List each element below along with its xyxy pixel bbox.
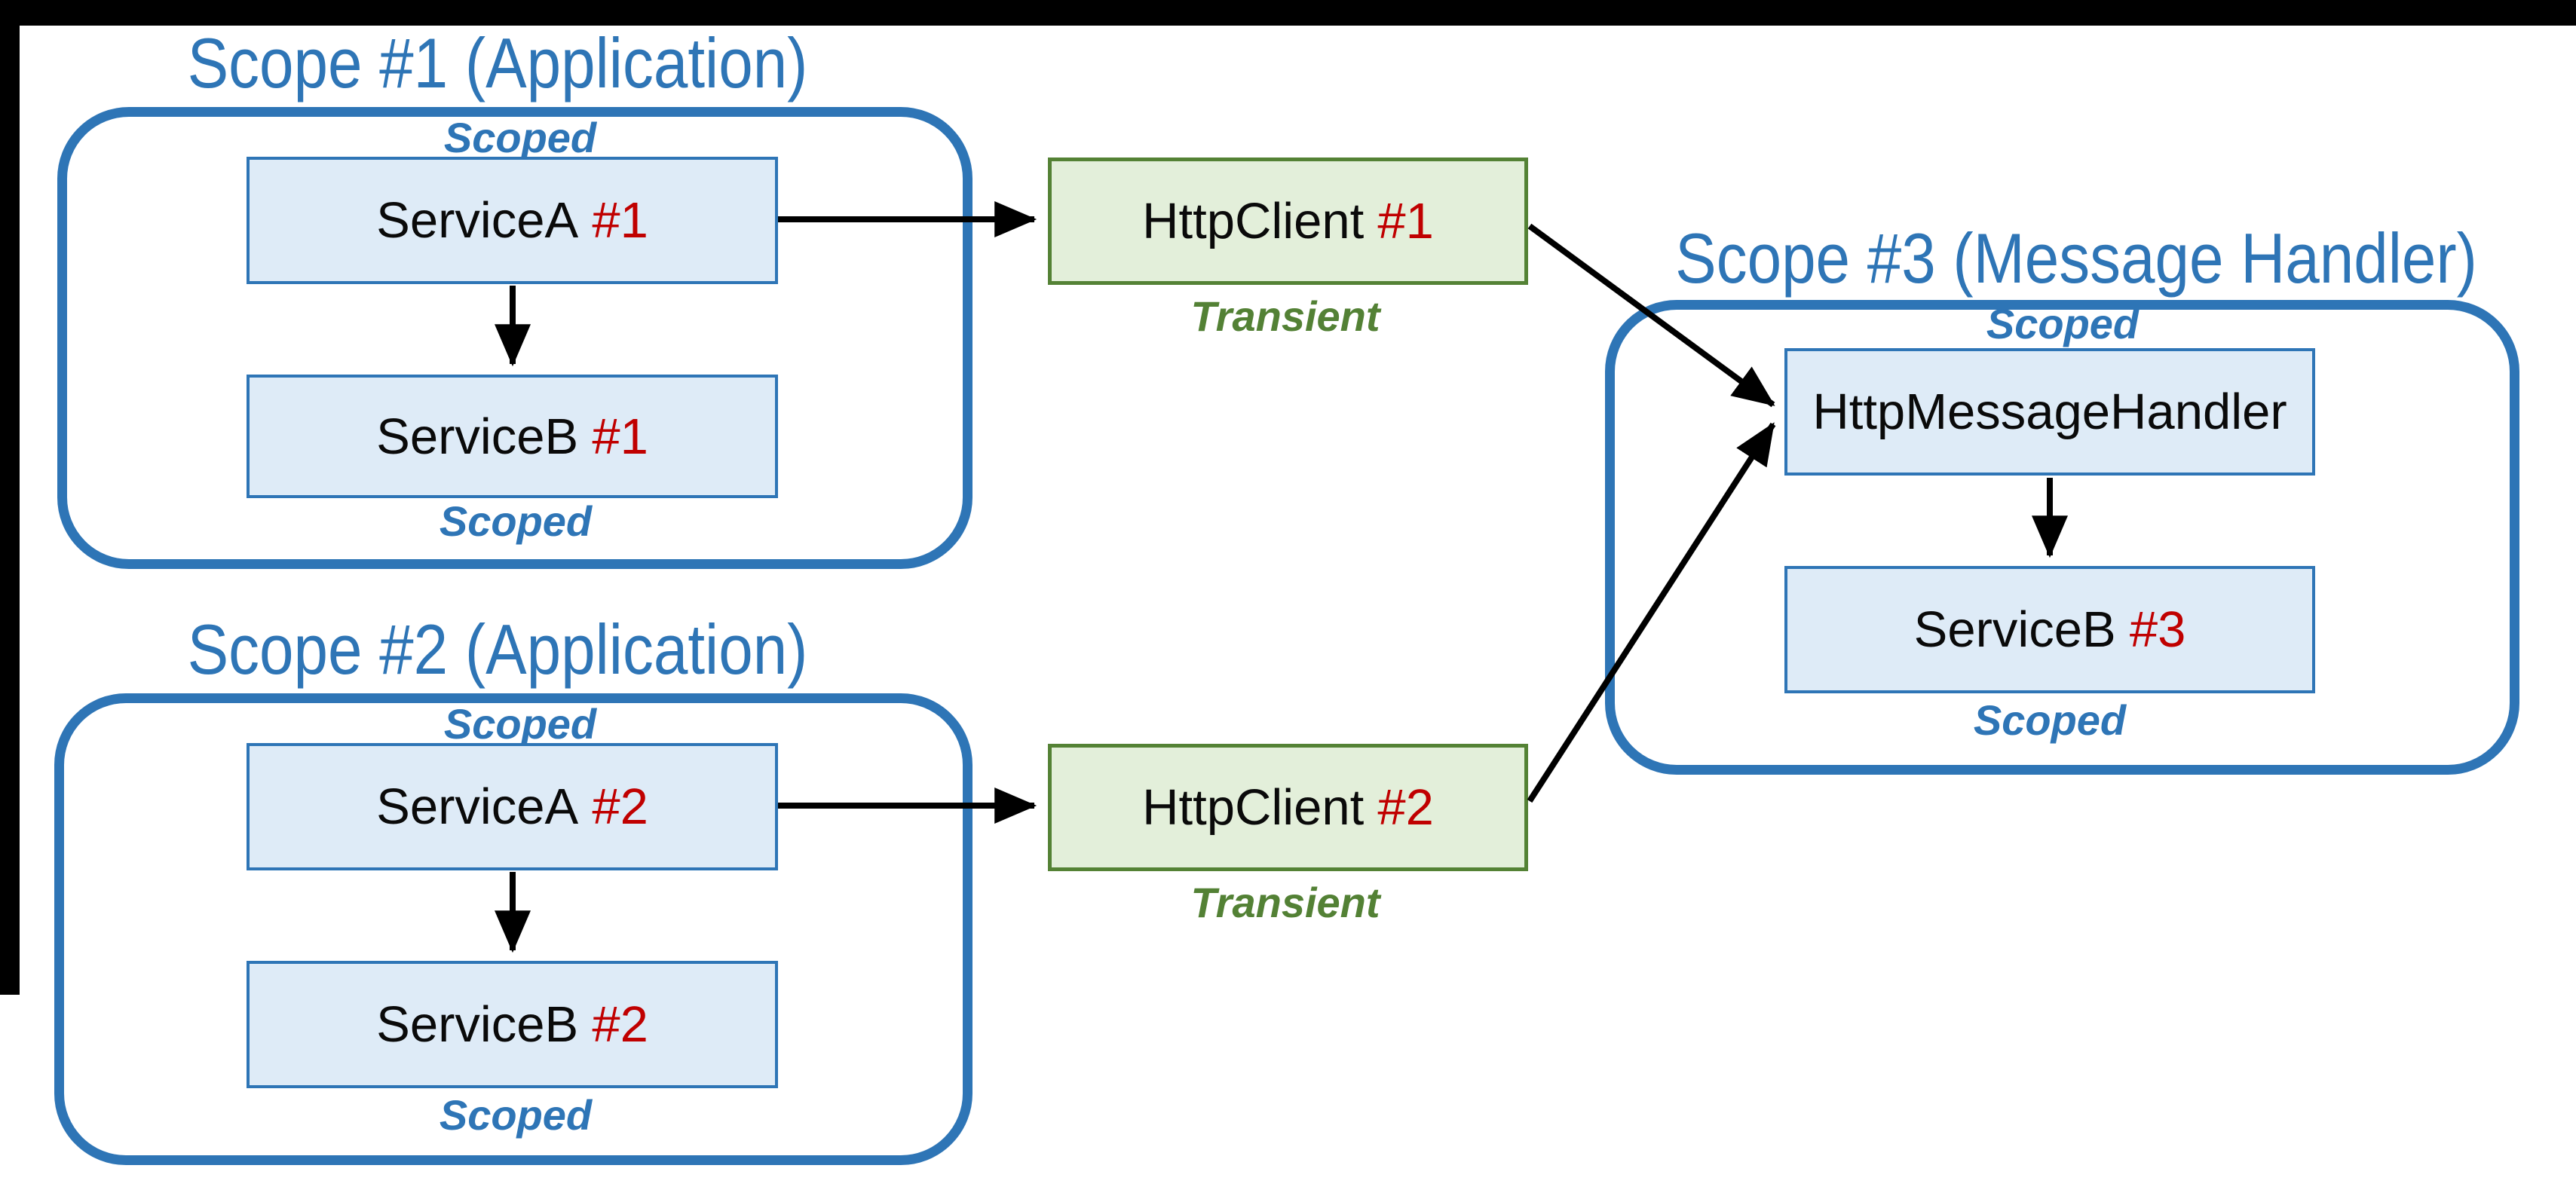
left-black-bar [0, 0, 20, 995]
node-serviceb-3-instance: #3 [2129, 601, 2186, 658]
httpclient-1-transient-label: Transient [1190, 292, 1380, 340]
scope3-title: Scope #3 (Message Handler) [1675, 219, 2477, 298]
node-servicea-2-instance: #2 [592, 778, 648, 835]
node-serviceb-3: ServiceB #3 [1784, 566, 2315, 693]
scope2-container [54, 693, 973, 1165]
node-servicea-1-label: ServiceA [376, 192, 579, 249]
node-serviceb-2: ServiceB #2 [247, 961, 778, 1088]
scope2-title: Scope #2 (Application) [187, 610, 808, 689]
scope3-top-scoped-label: Scoped [1986, 300, 2140, 347]
node-serviceb-3-label: ServiceB [1913, 601, 2116, 658]
node-servicea-1: ServiceA #1 [247, 157, 778, 284]
node-httpclient-1-label: HttpClient [1142, 193, 1365, 249]
node-serviceb-2-instance: #2 [592, 996, 648, 1053]
httpclient-2-transient-label: Transient [1190, 879, 1380, 926]
scope1-title: Scope #1 (Application) [187, 23, 808, 102]
node-servicea-2-label: ServiceA [376, 778, 579, 835]
node-serviceb-2-label: ServiceB [376, 996, 579, 1053]
node-servicea-1-instance: #1 [592, 192, 648, 249]
top-black-bar [0, 0, 2576, 26]
node-httpmessagehandler: HttpMessageHandler [1784, 348, 2315, 476]
node-httpclient-1-instance: #1 [1377, 193, 1434, 249]
scope1-top-scoped-label: Scoped [443, 114, 597, 161]
scope2-bottom-scoped-label: Scoped [439, 1091, 593, 1139]
node-httpclient-2: HttpClient #2 [1048, 744, 1528, 871]
node-serviceb-1-instance: #1 [592, 408, 648, 465]
node-serviceb-1-label: ServiceB [376, 408, 579, 465]
scope1-bottom-scoped-label: Scoped [439, 497, 593, 545]
node-httpclient-2-label: HttpClient [1142, 779, 1365, 836]
node-httpclient-2-instance: #2 [1377, 779, 1434, 836]
scope2-top-scoped-label: Scoped [443, 700, 597, 748]
scope3-bottom-scoped-label: Scoped [1973, 696, 2127, 744]
node-httpclient-1: HttpClient #1 [1048, 158, 1528, 285]
node-servicea-2: ServiceA #2 [247, 743, 778, 870]
node-httpmessagehandler-label: HttpMessageHandler [1812, 384, 2287, 440]
scope1-container [57, 107, 973, 569]
node-serviceb-1: ServiceB #1 [247, 375, 778, 498]
